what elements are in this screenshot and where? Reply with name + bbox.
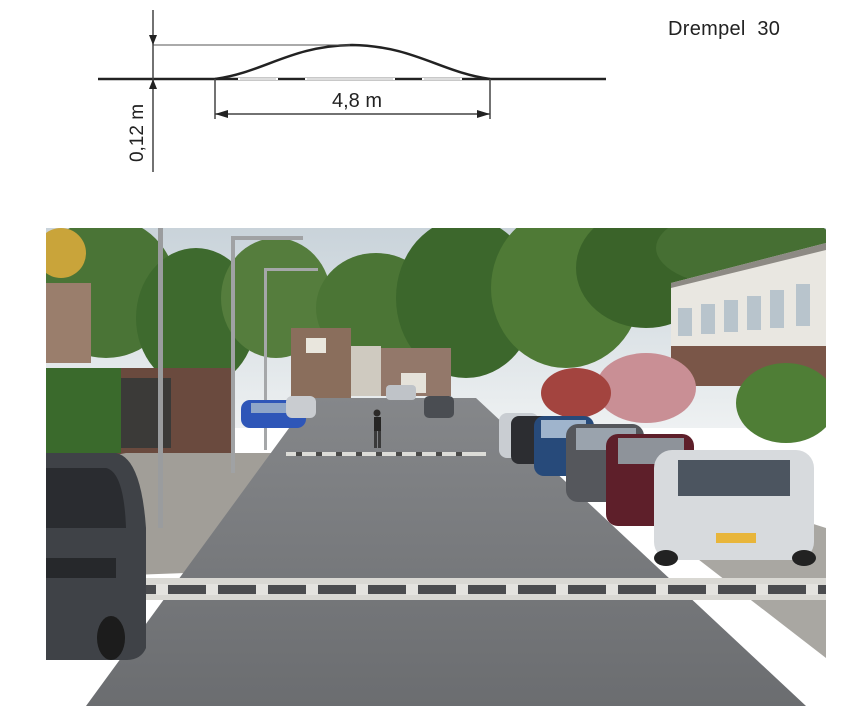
distant-cars — [241, 385, 454, 428]
flowering-shrub — [596, 353, 696, 423]
near-hump-marking — [141, 578, 826, 600]
left-hedge — [46, 368, 121, 453]
pedestrian — [373, 409, 381, 448]
height-label: 0,12 m — [127, 104, 148, 162]
parked-cars-right — [499, 413, 816, 566]
parked-car-left — [46, 453, 146, 660]
street-photo — [46, 228, 826, 706]
height-arrow-bottom — [149, 79, 157, 89]
height-arrow-top — [149, 35, 157, 45]
street-lamps — [158, 228, 318, 528]
length-arrow-right — [477, 110, 490, 118]
road — [86, 398, 806, 706]
speed-hump-diagram: 4,8 m 0,12 m — [98, 10, 606, 172]
hump-profile — [214, 43, 491, 81]
length-arrow-left — [215, 110, 228, 118]
length-label: 4,8 m — [332, 90, 382, 112]
drawing-title: Drempel 30 — [668, 18, 781, 40]
distant-hump-marking — [286, 452, 486, 456]
